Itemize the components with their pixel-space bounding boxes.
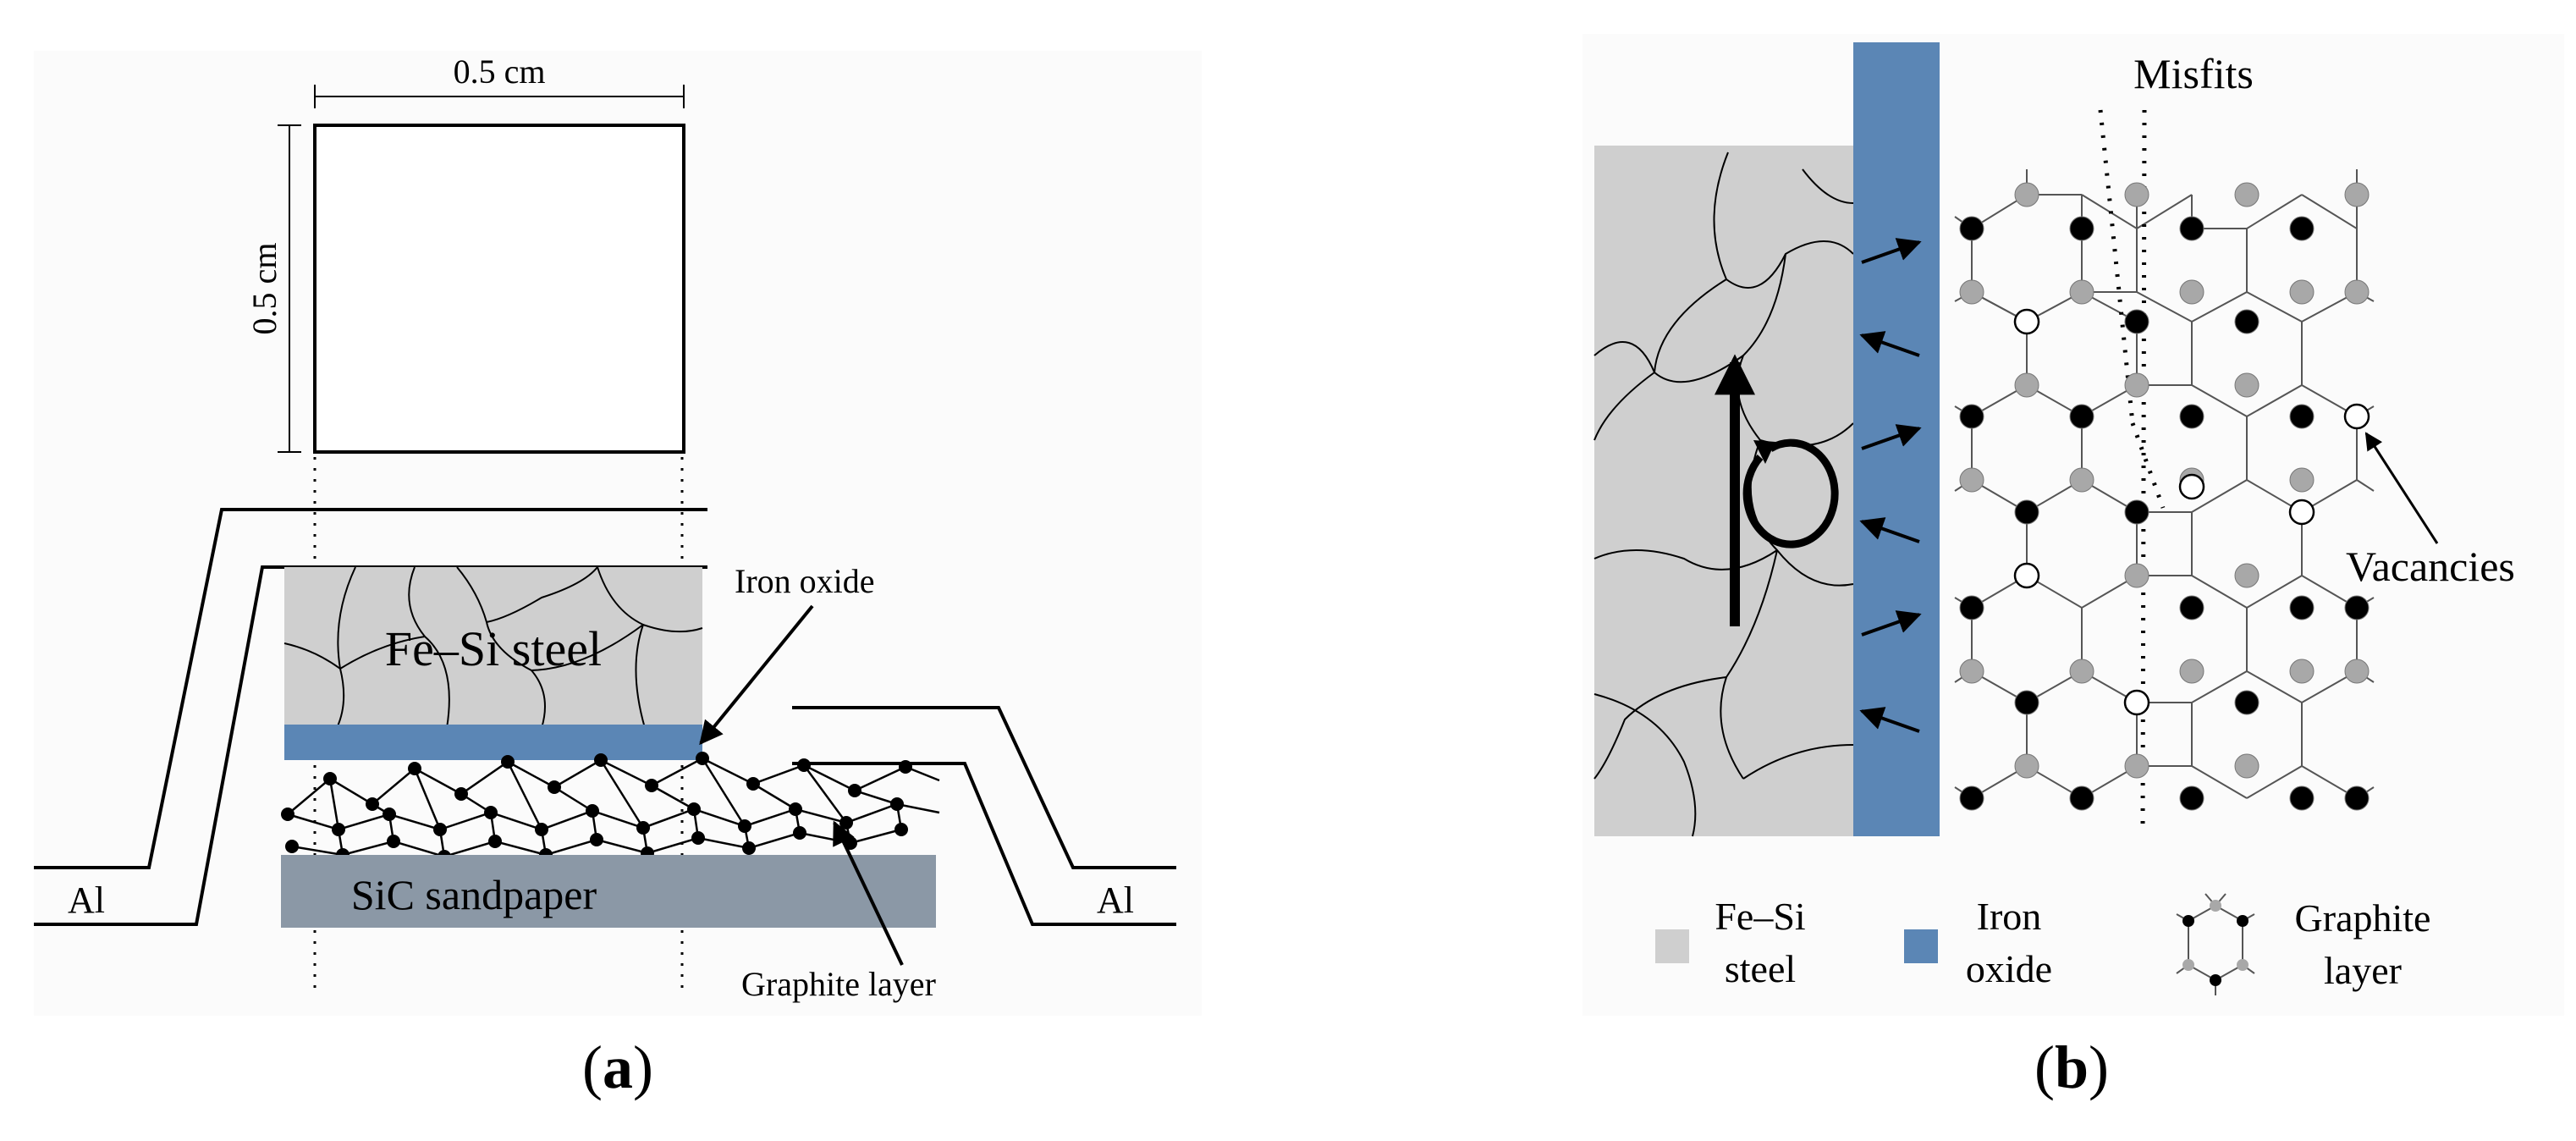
vacancies-pointer-arrow bbox=[2364, 432, 2439, 544]
legend: Fe–Si steel Iron oxide Graphite layer bbox=[1655, 893, 2431, 995]
legend-oxide-swatch bbox=[1904, 929, 1938, 963]
panel-a: 0.5 cm 0.5 cm F bbox=[34, 51, 1202, 1016]
al-holder-inner-right bbox=[792, 762, 1176, 926]
legend-oxide-line2: oxide bbox=[1966, 947, 2052, 990]
panel-b-caption-letter: b bbox=[2054, 1034, 2089, 1101]
al-holder-outer-left bbox=[34, 508, 707, 869]
fe-si-steel-region bbox=[1594, 146, 1853, 836]
al-label-right: Al bbox=[1097, 879, 1134, 921]
legend-graphite-line1: Graphite bbox=[2295, 896, 2431, 940]
iron-oxide-label: Iron oxide bbox=[735, 562, 875, 600]
panel-b-caption: (b) bbox=[2034, 1034, 2109, 1101]
al-holder-outer-right bbox=[792, 706, 1176, 869]
misfits-label: Misfits bbox=[2133, 50, 2254, 97]
steel-grain-boundaries bbox=[283, 566, 703, 729]
fe-si-steel-label: Fe–Si steel bbox=[385, 621, 602, 676]
misfit-line-lower bbox=[2130, 422, 2166, 509]
legend-oxide-line1: Iron bbox=[1977, 895, 2042, 938]
graphite-layer-pointer-arrow bbox=[833, 820, 904, 966]
legend-steel-line1: Fe–Si bbox=[1715, 895, 1805, 938]
sic-sandpaper-block bbox=[281, 855, 936, 928]
panel-b: Misfits Vacancies Fe–Si steel Iron oxide bbox=[1582, 34, 2564, 1016]
graphite-layer-network bbox=[281, 752, 940, 863]
graphite-lattice bbox=[1954, 109, 2375, 835]
panel-a-caption: (a) bbox=[582, 1034, 653, 1101]
iron-oxide-band bbox=[1853, 42, 1940, 836]
rotation-symbol bbox=[1715, 354, 1839, 626]
vacancies-label: Vacancies bbox=[2346, 543, 2515, 590]
fe-si-steel-block bbox=[284, 567, 702, 728]
width-dimension: 0.5 cm bbox=[314, 52, 685, 108]
iron-oxide-pointer-arrow bbox=[699, 604, 814, 746]
panel-a-caption-letter: a bbox=[603, 1034, 633, 1101]
legend-steel-swatch bbox=[1655, 929, 1689, 963]
legend-graphite-line2: layer bbox=[2324, 949, 2402, 992]
legend-graphite-hexagon-icon bbox=[2176, 893, 2255, 995]
width-dimension-label: 0.5 cm bbox=[454, 52, 546, 91]
legend-steel-line2: steel bbox=[1725, 947, 1796, 990]
graphite-layer-label: Graphite layer bbox=[741, 965, 936, 1003]
oxide-arrows bbox=[1859, 238, 1922, 733]
misfit-line-slanted bbox=[2098, 109, 2135, 424]
sample-square bbox=[313, 124, 685, 454]
height-dimension-label: 0.5 cm bbox=[245, 243, 283, 335]
iron-oxide-layer bbox=[284, 725, 702, 760]
sic-sandpaper-label: SiC sandpaper bbox=[351, 871, 597, 918]
height-dimension: 0.5 cm bbox=[245, 124, 301, 453]
al-label-left: Al bbox=[68, 879, 105, 921]
